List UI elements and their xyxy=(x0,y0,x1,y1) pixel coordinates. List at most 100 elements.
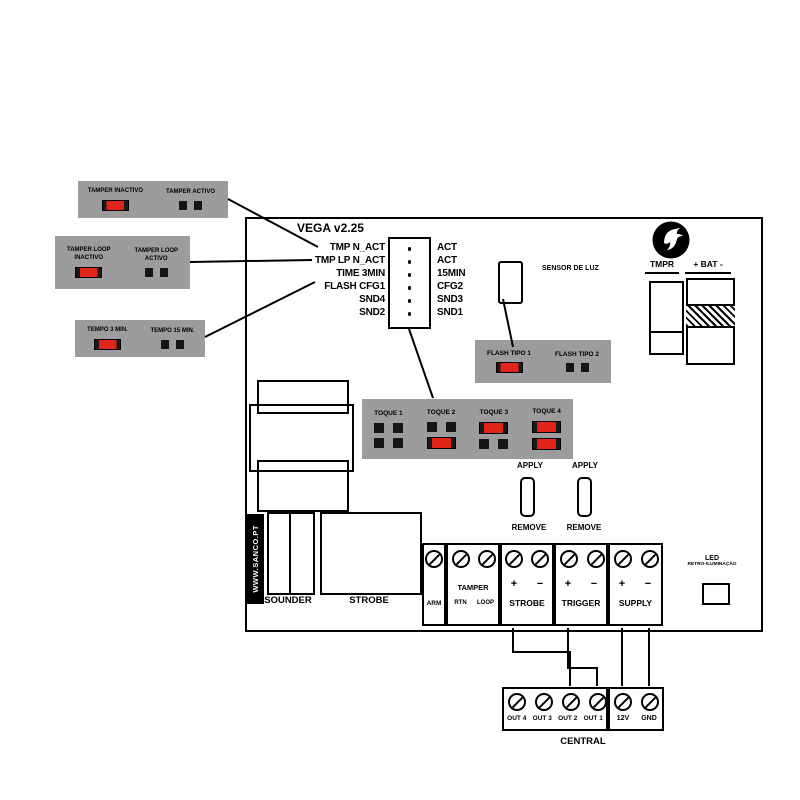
legend-tamper-loop: TAMPER LOOP INACTIVO TAMPER LOOP ACTIVO xyxy=(55,236,190,289)
strobe-component xyxy=(320,512,422,595)
jumper-pin xyxy=(373,437,384,448)
flash-option-label: FLASH TIPO 2 xyxy=(554,350,600,358)
jumper-open-icon xyxy=(565,363,589,373)
sounder-label: SOUNDER xyxy=(264,595,312,606)
jumper-open-icon xyxy=(479,438,509,449)
jumper-pin xyxy=(565,363,574,373)
output-label: OUT 3 xyxy=(532,715,552,722)
remove-label: REMOVE xyxy=(511,523,547,532)
terminal-group-label: TAMPER xyxy=(457,583,489,592)
jumper-open-icon xyxy=(179,201,202,211)
screw-terminal xyxy=(508,693,526,711)
jumper-closed-icon xyxy=(102,200,129,212)
flash-option-2: FLASH TIPO 2 xyxy=(543,340,611,383)
battery-label: + BAT - xyxy=(685,259,731,274)
jumper-pin xyxy=(373,422,384,433)
screw-terminal xyxy=(425,550,443,568)
jumper-pin xyxy=(161,340,169,350)
apply-label: APPLY xyxy=(572,461,598,470)
legend-option-tempo-15min: TEMPO 15 MIN. xyxy=(140,320,205,357)
jumper-pin xyxy=(392,422,403,433)
jumper-cap xyxy=(520,477,535,517)
screw-terminal xyxy=(535,693,553,711)
jumper-pin xyxy=(426,421,437,432)
jumper-pin xyxy=(144,268,153,277)
screw-terminal xyxy=(641,693,659,711)
central-output-labels: OUT 4 OUT 3 OUT 2 OUT 1 xyxy=(504,715,606,722)
central-power-block: 12V GND xyxy=(608,687,664,731)
jumper-closed-icon xyxy=(532,437,562,450)
toque-option-label: TOQUE 1 xyxy=(374,410,403,418)
toque-option-3: TOQUE 3 xyxy=(468,399,521,459)
output-label: OUT 2 xyxy=(558,715,578,722)
transformer-body xyxy=(249,404,354,472)
output-label: OUT 4 xyxy=(507,715,527,722)
toque-option-label: TOQUE 3 xyxy=(479,409,509,417)
toque-option-2: TOQUE 2 xyxy=(415,399,468,459)
pin-dot xyxy=(407,286,412,290)
jumper-pin xyxy=(445,421,456,432)
screw-terminal xyxy=(614,550,632,568)
jumper-open-icon xyxy=(373,437,403,448)
power-label: 12V xyxy=(616,715,630,722)
jumper-closed-icon xyxy=(426,436,456,449)
power-label: GND xyxy=(641,715,657,722)
transformer-top xyxy=(257,380,349,414)
jumper-left-labels: TMP N_ACT TMP LP N_ACT TIME 3MIN FLASH C… xyxy=(285,241,385,319)
terminal-trigger: + − TRIGGER xyxy=(554,543,608,626)
tmpr-connector xyxy=(649,281,684,355)
light-sensor-label: SENSOR DE LUZ xyxy=(542,265,599,272)
jumper-cap xyxy=(577,477,592,517)
jumper-open-icon xyxy=(373,422,403,433)
jumper-closed-icon xyxy=(495,362,523,374)
screw-terminal xyxy=(531,550,549,568)
screw-terminal xyxy=(560,550,578,568)
toque-options-box: TOQUE 1 TOQUE 2 TOQUE 3 TOQUE 4 xyxy=(362,399,573,459)
plus-sign: + xyxy=(564,578,572,590)
jumper-row-label: TIME 3MIN xyxy=(336,268,385,279)
pin-dot xyxy=(407,260,412,264)
jumper-row-label: SND3 xyxy=(437,294,463,305)
jumper-pin xyxy=(179,201,187,211)
terminal-group-label: TRIGGER xyxy=(561,598,601,608)
sounder-component xyxy=(267,512,291,595)
strobe-label: STROBE xyxy=(349,595,389,606)
toque-option-label: TOQUE 4 xyxy=(532,408,561,416)
screw-terminal xyxy=(562,693,580,711)
legend-option-loop-inactive: TAMPER LOOP INACTIVO xyxy=(55,236,123,289)
jumper-row-label: SND2 xyxy=(359,307,385,318)
jumper-row-label: SND1 xyxy=(437,307,463,318)
legend-option-tamper-active: TAMPER ACTIVO xyxy=(153,181,228,218)
remove-label: REMOVE xyxy=(566,523,602,532)
minus-sign: − xyxy=(536,578,544,590)
screw-terminal xyxy=(589,693,607,711)
minus-sign: − xyxy=(644,578,652,590)
toque-option-4: TOQUE 4 xyxy=(520,399,573,459)
tmpr-label: TMPR xyxy=(645,259,679,274)
flash-option-label: FLASH TIPO 1 xyxy=(486,349,532,357)
transformer-bottom xyxy=(257,460,349,512)
screw-terminal xyxy=(614,693,632,711)
jumper-row-label: SND4 xyxy=(359,294,385,305)
legend-option-label: TAMPER LOOP INACTIVO xyxy=(66,247,111,261)
output-label: OUT 1 xyxy=(583,715,603,722)
legend-option-label: TEMPO 15 MIN. xyxy=(150,327,195,334)
jumper-pin xyxy=(176,340,184,350)
jumper-right-labels: ACT ACT 15MIN CFG2 SND3 SND1 xyxy=(437,241,517,319)
website-label: WWW.SANCO.PT xyxy=(251,525,260,593)
jumper-row-label: TMP LP N_ACT xyxy=(314,255,385,266)
battery-connector-hatch xyxy=(686,304,735,328)
legend-option-label: TAMPER ACTIVO xyxy=(166,188,215,195)
jumper-row-label: ACT xyxy=(437,255,457,266)
screw-terminal xyxy=(641,550,659,568)
battery-connector xyxy=(686,278,735,365)
screw-terminal xyxy=(587,550,605,568)
terminal-tamper: TAMPER RTN LOOP xyxy=(446,543,500,626)
website-strip: WWW.SANCO.PT xyxy=(247,514,264,604)
pin-dot xyxy=(407,299,412,303)
jumper-open-icon xyxy=(144,268,168,277)
plus-sign: + xyxy=(510,578,518,590)
pin-dot xyxy=(407,273,412,277)
terminal-group-label: ARM xyxy=(426,600,442,607)
